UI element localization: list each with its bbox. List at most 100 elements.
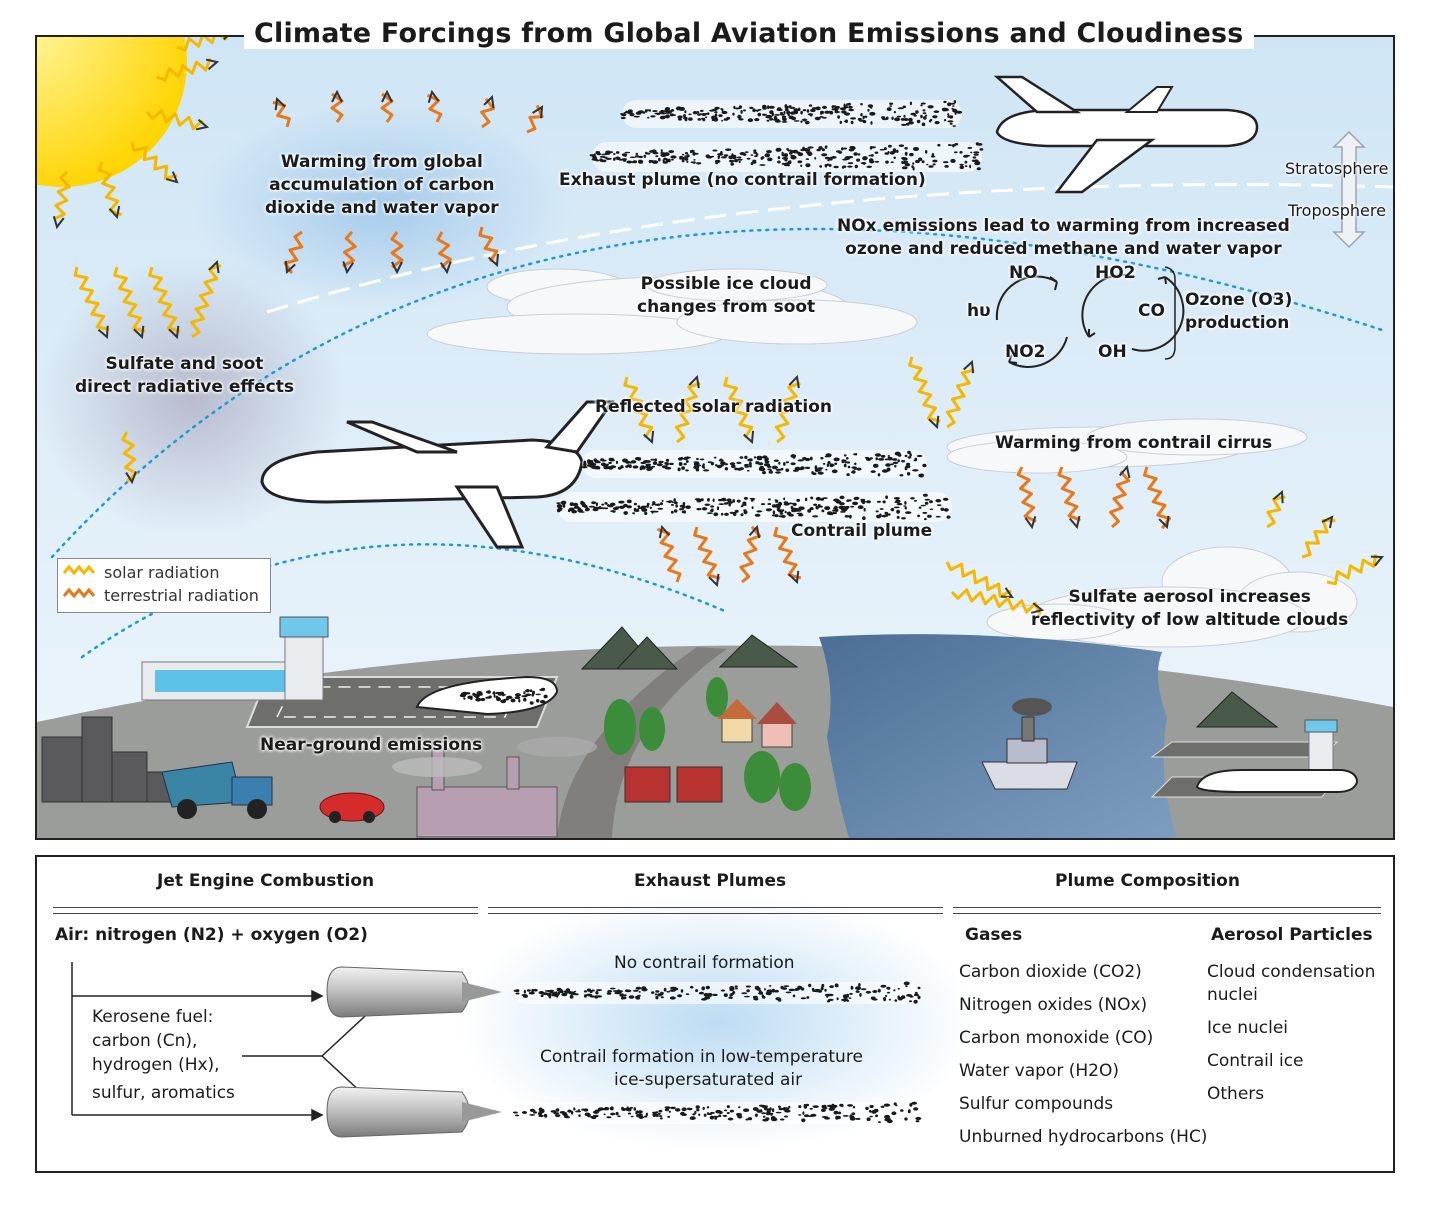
plume-backdrop bbox=[457, 892, 977, 1152]
car-icon bbox=[319, 792, 385, 823]
terrestrial-ray-arrow bbox=[480, 94, 495, 129]
kerosene-line-4: sulfur, aromatics bbox=[92, 1083, 235, 1103]
scene-canvas bbox=[37, 37, 1393, 838]
terrestrial-ray-arrow bbox=[478, 226, 499, 268]
solar-ray-arrow bbox=[945, 561, 1014, 599]
solar-ray-arrow bbox=[723, 376, 755, 445]
solar-ray-arrow bbox=[52, 170, 71, 230]
climate-forcing-illustration: Warming from global accumulation of carb… bbox=[35, 35, 1395, 840]
terrestrial-ray-arrow bbox=[1016, 466, 1037, 530]
trees-icon bbox=[604, 677, 811, 811]
contrail-cirrus-label: Warming from contrail cirrus bbox=[995, 433, 1273, 453]
truck-icon bbox=[161, 761, 273, 819]
solar-ray-arrow bbox=[674, 374, 701, 444]
terrestrial-ray-arrow bbox=[436, 231, 452, 275]
contrail-plume-label: Contrail plume bbox=[791, 521, 933, 541]
contrail-plume-lower bbox=[556, 492, 952, 522]
flight-path-upper bbox=[50, 227, 1384, 559]
solar-ray-arrow bbox=[113, 266, 146, 340]
terrestrial-ray-arrow bbox=[390, 231, 404, 275]
kerosene-line-1: Kerosene fuel: bbox=[92, 1007, 214, 1027]
divider-col3 bbox=[953, 907, 1381, 914]
contrail-formation-line-1: Contrail formation in low-temperature bbox=[540, 1047, 863, 1067]
airplane-middle-icon bbox=[260, 400, 615, 549]
gas-item: Carbon dioxide (CO2) bbox=[959, 962, 1142, 982]
legend-solar: solar radiation bbox=[104, 563, 220, 582]
solar-ray-arrow bbox=[130, 141, 179, 184]
air-label: Air: nitrogen (N2) + oxygen (O2) bbox=[55, 925, 368, 945]
solar-ray-arrow bbox=[73, 266, 110, 340]
solar-ray-arrow bbox=[190, 259, 222, 339]
exhaust-plume-upper-2 bbox=[589, 142, 984, 172]
contrail-plume-upper bbox=[581, 450, 927, 478]
reflected-solar-label: Reflected solar radiation bbox=[595, 397, 833, 417]
aerosol-item: Ice nuclei bbox=[1207, 1018, 1289, 1038]
kerosene-line-2: carbon (Cn), bbox=[92, 1031, 198, 1051]
solar-ray-arrow bbox=[1266, 489, 1286, 529]
legend-swatches bbox=[62, 564, 96, 599]
sun-icon bbox=[37, 37, 187, 187]
plume-layer bbox=[457, 100, 984, 705]
terrestrial-ray-arrow bbox=[656, 524, 682, 583]
hv-label: hυ bbox=[967, 301, 991, 321]
oh-label: OH bbox=[1098, 342, 1127, 362]
divider-col1 bbox=[53, 907, 478, 914]
city-skyline-icon bbox=[41, 716, 173, 803]
troposphere-label: Troposphere bbox=[1288, 201, 1386, 220]
stratosphere-label: Stratosphere bbox=[1285, 159, 1389, 178]
near-ground-label: Near-ground emissions bbox=[260, 735, 483, 755]
mountains-icon bbox=[580, 626, 1279, 728]
terrestrial-ray-arrow bbox=[426, 89, 443, 123]
solar-ray-arrow bbox=[148, 266, 181, 340]
terrestrial-ray-arrow bbox=[341, 230, 357, 275]
gas-item: Nitrogen oxides (NOx) bbox=[959, 995, 1148, 1015]
terrestrial-ray-arrow bbox=[272, 96, 291, 128]
terrestrial-ray-arrow bbox=[739, 524, 762, 584]
aerosol-item: Contrail ice bbox=[1207, 1051, 1304, 1071]
water bbox=[819, 634, 1177, 838]
terrestrial-ray-arrow bbox=[1057, 466, 1081, 530]
road bbox=[557, 647, 727, 838]
ozone-production-label: Ozone (O3) production bbox=[1185, 290, 1293, 333]
solar-ray-arrow bbox=[121, 431, 138, 485]
contrail-cirrus-cloud bbox=[946, 418, 1308, 474]
aerosol-heading: Aerosol Particles bbox=[1211, 925, 1373, 945]
exhaust-plumes-heading: Exhaust Plumes bbox=[634, 871, 787, 891]
ho2-label: HO2 bbox=[1095, 263, 1136, 283]
tropopause-line bbox=[266, 183, 1393, 314]
terrestrial-ray-arrow bbox=[526, 104, 544, 134]
solar-ray-arrow bbox=[774, 374, 801, 444]
airplane-right-icon bbox=[1195, 769, 1359, 793]
divider-col2 bbox=[488, 907, 943, 914]
solar-ray-arrow bbox=[950, 588, 1045, 616]
solar-ray-arrow bbox=[623, 376, 655, 445]
bottom-plumes bbox=[512, 981, 922, 1124]
jet-engine-lower-icon bbox=[326, 1086, 502, 1138]
ozone-cycle-diagram bbox=[995, 266, 1185, 368]
solar-ray-arrow bbox=[945, 359, 975, 429]
solar-ray-arrow bbox=[97, 161, 123, 220]
terrestrial-ray-arrow bbox=[283, 230, 304, 275]
terrestrial-ray-arrow bbox=[1143, 466, 1171, 530]
low-altitude-cloud bbox=[986, 546, 1358, 648]
solar-ray-arrow bbox=[1326, 554, 1385, 586]
terrestrial-ray-arrow bbox=[1109, 464, 1131, 529]
contrail-formation-plume bbox=[512, 1101, 922, 1124]
terrestrial-ray-arrow bbox=[693, 526, 721, 588]
bottom-panel: Jet Engine Combustion Exhaust Plumes Plu… bbox=[35, 855, 1395, 1173]
contrail-formation-line-2: ice-supersaturated air bbox=[614, 1070, 803, 1090]
warming-co2-label: Warming from global accumulation of carb… bbox=[265, 152, 499, 218]
exhaust-plume-upper bbox=[620, 100, 963, 128]
terrestrial-ray-arrow bbox=[773, 526, 802, 585]
ship-icon bbox=[981, 698, 1078, 790]
aerosol-item: Cloud condensation nuclei bbox=[1207, 962, 1376, 1005]
ice-cloud bbox=[426, 268, 918, 355]
radiation-arrows bbox=[52, 37, 1385, 616]
jet-engine-upper-icon bbox=[326, 966, 502, 1018]
solar-ray-arrow bbox=[176, 37, 228, 52]
no-contrail-plume bbox=[513, 981, 921, 1004]
co-label: CO bbox=[1138, 301, 1165, 321]
solar-ray-arrow bbox=[145, 109, 210, 131]
legend: solar radiation terrestrial radiation bbox=[57, 558, 271, 613]
altitude-arrow-icon bbox=[1332, 130, 1366, 249]
